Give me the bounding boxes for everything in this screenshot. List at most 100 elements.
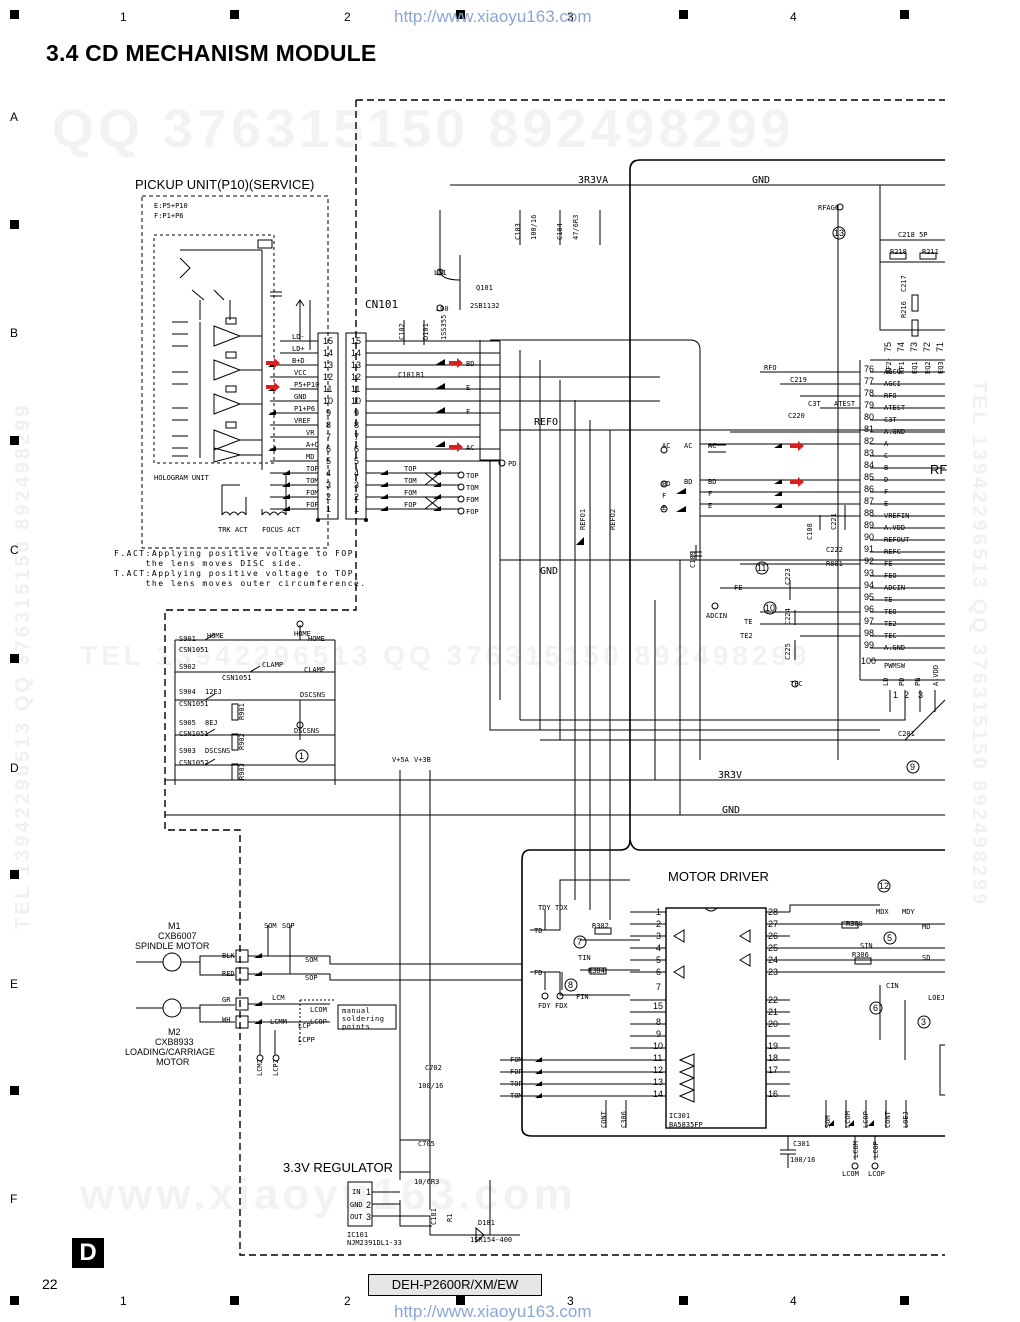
cn-pin-sig: VR [306,429,315,437]
svg-text:10: 10 [653,1041,663,1051]
svg-text:F: F [466,408,470,416]
svg-text:23: 23 [768,967,778,977]
circled-ref: 12 [879,881,889,891]
svg-text:97: 97 [864,616,874,626]
svg-text:S901: S901 [179,635,196,643]
svg-text:100/16: 100/16 [530,215,538,240]
svg-text:TE2: TE2 [740,632,753,640]
svg-text:CSN1051: CSN1051 [179,730,209,738]
svg-text:R304: R304 [588,967,605,975]
reg-mark [900,1296,909,1305]
svg-text:OUT: OUT [350,1213,363,1221]
svg-text:95: 95 [864,592,874,602]
svg-text:11: 11 [653,1053,662,1063]
cn-pin-num-r: 6 [354,444,359,454]
motor-driver-label: MOTOR DRIVER [668,869,769,884]
svg-text:REFO2: REFO2 [609,509,617,530]
svg-text:TOM: TOM [510,1092,523,1100]
svg-text:A: A [884,440,889,448]
svg-text:EQ1: EQ1 [911,361,919,374]
svg-text:S905: S905 [179,719,196,727]
m2-name-1: LOADING/CARRIAGE [125,1047,215,1057]
hologram-unit-label: HOLOGRAM UNIT [154,474,210,482]
drive-sig: TOP [404,465,417,473]
ic101-label: IC101 [347,1231,368,1239]
svg-text:10/6R3: 10/6R3 [414,1178,439,1186]
svg-text:80: 80 [864,412,874,422]
grid-col-4-bottom: 4 [790,1294,797,1308]
cn-pin-num: 14 [323,348,333,358]
svg-text:BD: BD [708,478,716,486]
svg-text:BLK: BLK [222,952,235,960]
svg-text:C219: C219 [790,376,807,384]
svg-text:3: 3 [918,690,923,700]
cn-pin-num-r: 10 [351,396,361,406]
svg-text:LCOM: LCOM [310,1006,327,1014]
svg-text:FE-: FE- [884,560,897,568]
svg-text:2: 2 [366,1200,371,1210]
cn-pin-sig: FOP [306,501,319,509]
svg-text:8: 8 [656,1017,661,1027]
svg-text:C103: C103 [514,223,522,240]
svg-text:CSN1051: CSN1051 [222,674,252,682]
svg-text:CSN1051: CSN1051 [179,700,209,708]
svg-text:73: 73 [909,342,919,352]
svg-text:77: 77 [864,376,874,386]
svg-text:HOME: HOME [294,630,311,638]
svg-text:FIN: FIN [576,993,589,1001]
svg-text:C225: C225 [784,643,792,660]
reg-mark [10,220,19,229]
net-3r3va: 3R3VA [578,175,608,186]
svg-text:TE-: TE- [884,596,897,604]
svg-text:18: 18 [768,1053,778,1063]
svg-text:B: B [884,464,888,472]
svg-text:PN: PN [914,678,922,686]
net-3r3v: 3R3V [718,770,742,781]
svg-text:SOM: SOM [824,1115,832,1128]
svg-text:2SB1132: 2SB1132 [470,302,500,310]
regulator-label: 3.3V REGULATOR [283,1160,393,1175]
grid-col-1-bottom: 1 [120,1294,127,1308]
svg-text:TE: TE [744,618,752,626]
grid-row-b: B [10,326,19,340]
cn-pin-num: 12 [323,372,333,382]
svg-text:SOP: SOP [282,922,295,930]
svg-text:TEO: TEO [884,608,897,616]
svg-text:SOP: SOP [305,974,318,982]
svg-text:A.GND: A.GND [884,428,905,436]
svg-text:96: 96 [864,604,874,614]
svg-text:IN: IN [352,1188,360,1196]
svg-text:LOEJ: LOEJ [902,1111,910,1128]
svg-text:C301: C301 [793,1140,810,1148]
grid-col-3: 3 [567,10,574,24]
url-top[interactable]: http://www.xiaoyu163.com [394,7,592,26]
svg-text:F: F [708,490,712,498]
cn101-label: CN101 [365,298,398,311]
svg-text:C222: C222 [826,546,843,554]
svg-text:3: 3 [656,931,661,941]
svg-text:R1: R1 [416,371,424,379]
m1-part: CXB6007 [158,931,197,941]
svg-text:C224: C224 [784,608,792,625]
cn-pin-num-r: 7 [354,432,359,442]
svg-text:LCOP: LCOP [310,1018,327,1026]
cn-pin-sig: GND [294,393,307,401]
svg-text:2: 2 [904,690,909,700]
svg-text:CSN1052: CSN1052 [179,759,209,767]
svg-text:RED: RED [222,970,235,978]
watermark-site: www.xiaoyu163.com [80,1170,577,1219]
circled-ref: 8 [568,980,573,990]
url-bottom[interactable]: http://www.xiaoyu163.com [394,1302,592,1321]
svg-text:DSCSNS: DSCSNS [300,691,325,699]
svg-text:4: 4 [656,943,661,953]
svg-text:BD: BD [466,360,474,368]
cn-pin-num: 13 [323,360,333,370]
reg-mark [679,10,688,19]
svg-text:12: 12 [653,1065,663,1075]
svg-text:AC: AC [662,442,670,450]
cn-pin-num: 4 [326,468,331,478]
drive-sig: FOP [404,501,417,509]
svg-text:LCPP: LCPP [298,1036,315,1044]
svg-text:SOM: SOM [305,956,318,964]
svg-text:PD: PD [898,678,906,686]
